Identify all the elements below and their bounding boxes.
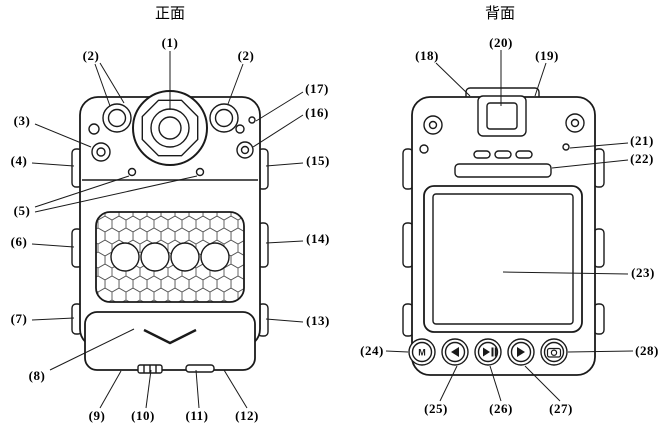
- callout-2-left: (2): [82, 48, 100, 63]
- display-screen: [423, 185, 583, 333]
- front-device-drawing: [71, 90, 269, 374]
- callout-14: (14): [306, 231, 330, 246]
- mic-hole-right-icon: [195, 167, 205, 177]
- indicator-dot-icon: [248, 116, 256, 124]
- camera-icon: [546, 347, 562, 358]
- callout-9: (9): [88, 408, 106, 423]
- callout-27: (27): [549, 401, 573, 416]
- callout-12: (12): [235, 408, 259, 423]
- bottom-usb-port: [137, 364, 163, 374]
- ir-led-left-icon: [102, 103, 132, 133]
- callout-18: (18): [415, 48, 439, 63]
- clip-chevron-icon: [143, 328, 197, 345]
- callout-1: (1): [161, 35, 179, 50]
- ir-led-right-icon: [209, 103, 239, 133]
- sensor-small-right-icon: [235, 124, 245, 134]
- callout-7: (7): [10, 311, 28, 326]
- next-button: [507, 338, 535, 366]
- back-speaker-slots: [473, 150, 533, 159]
- callout-17: (17): [305, 81, 329, 96]
- callout-8: (8): [28, 368, 46, 383]
- pause-bar-2-icon: [494, 347, 497, 357]
- reset-hole-icon: [562, 143, 570, 151]
- callout-24: (24): [360, 343, 384, 358]
- belt-clip-icon: [477, 95, 527, 137]
- callout-19: (19): [535, 48, 559, 63]
- callout-5: (5): [13, 203, 31, 218]
- callout-2-right: (2): [237, 48, 255, 63]
- sensor-small-left-icon: [88, 123, 100, 135]
- back-view-title: 背面: [484, 6, 516, 22]
- callout-6: (6): [10, 234, 28, 249]
- screw-left-icon: [423, 115, 443, 135]
- leader-lines: [31, 50, 634, 409]
- callout-11: (11): [185, 408, 209, 423]
- sensor-large-right-icon: [236, 141, 254, 159]
- callout-23: (23): [631, 265, 655, 280]
- play-pause-button: [474, 338, 502, 366]
- back-label-panel: [454, 163, 552, 178]
- callout-16: (16): [305, 105, 329, 120]
- prev-button: [441, 338, 469, 366]
- mic-hole-left-icon: [127, 167, 137, 177]
- callout-21: (21): [630, 133, 654, 148]
- bottom-connector: [185, 364, 215, 373]
- menu-button-glyph: M: [418, 348, 426, 358]
- callout-25: (25): [424, 401, 448, 416]
- front-view-title: 正面: [154, 6, 186, 22]
- callout-3: (3): [13, 113, 31, 128]
- back-small-hole-icon: [419, 144, 429, 154]
- callout-26: (26): [489, 401, 513, 416]
- speaker-grille: [95, 211, 245, 303]
- callout-20: (20): [489, 35, 513, 50]
- sensor-large-left-icon: [91, 142, 111, 162]
- play-icon: [483, 347, 490, 357]
- photo-button: [540, 338, 568, 366]
- pause-bar-1-icon: [491, 347, 494, 357]
- next-arrow-icon: [517, 347, 525, 357]
- callout-13: (13): [306, 313, 330, 328]
- prev-arrow-icon: [451, 347, 459, 357]
- speaker-grille-circles: [110, 242, 230, 272]
- screw-right-icon: [565, 113, 585, 133]
- back-device-drawing: M: [402, 87, 605, 376]
- callout-15: (15): [306, 153, 330, 168]
- callout-10: (10): [131, 408, 155, 423]
- callout-22: (22): [630, 151, 654, 166]
- menu-button: M: [408, 338, 436, 366]
- front-clip-cover: [84, 311, 256, 371]
- callout-4: (4): [10, 153, 28, 168]
- callout-28: (28): [635, 343, 659, 358]
